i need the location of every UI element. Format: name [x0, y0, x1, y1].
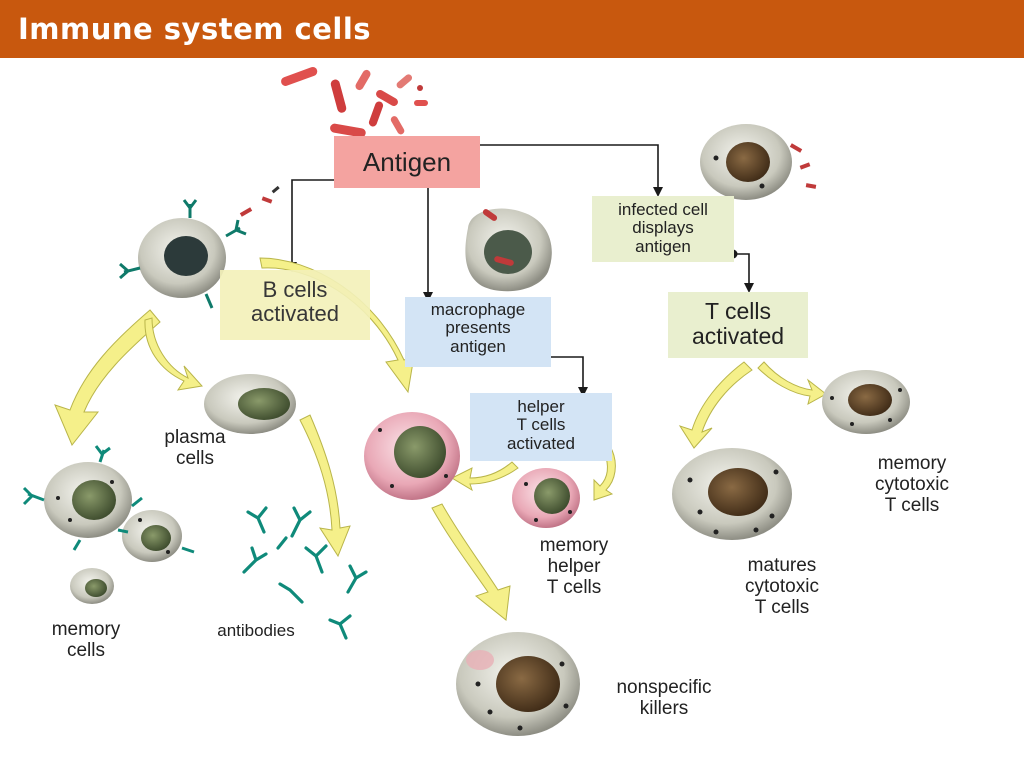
antibodies-label: antibodies [217, 621, 295, 640]
helper-line3: activated [506, 433, 576, 453]
nonspecific-killer-icon [456, 632, 580, 736]
helper-line1: helper [517, 397, 565, 416]
cytotoxic-t-cell-icon [672, 448, 792, 540]
matures-cytotoxic-label: matures cytotoxic T cells [720, 555, 844, 619]
diagram-graphics [22, 67, 910, 736]
nonspecific-line1: nonspecific [616, 677, 712, 698]
nonspecific-line2: killers [639, 697, 689, 719]
title-bar: Immune system cells [0, 0, 1024, 58]
antigen-label: Antigen [362, 147, 452, 177]
helper-line2: T cells [516, 415, 566, 435]
memory-helper-line3: T cells [546, 576, 602, 598]
b-cells-line2: activated [250, 300, 340, 326]
infected-cell-box: infected cell displays antigen [592, 196, 734, 262]
plasma-cell-icon [204, 374, 296, 434]
infected-line1: infected cell [618, 200, 708, 219]
matures-line2: cytotoxic [745, 575, 819, 597]
memory-helper-line2: helper [547, 555, 601, 577]
helper-t-cell-icon [364, 412, 460, 500]
t-cells-line2: activated [691, 322, 785, 349]
memory-helper-t-cells-label: memory helper T cells [514, 535, 634, 599]
plasma-line2: cells [175, 447, 214, 469]
macrophage-icon [465, 208, 552, 292]
infected-cell-icon [700, 124, 817, 200]
t-cells-activated-box: T cells activated [668, 292, 808, 358]
diagram-stage: Antigen B cells activated macrophage pre… [0, 58, 1024, 768]
infected-line2: displays [632, 218, 694, 238]
helper-t-cells-box: helper T cells activated [470, 393, 612, 461]
macrophage-line2: presents [445, 318, 511, 338]
t-cells-line1: T cells [704, 298, 772, 324]
plasma-line1: plasma [164, 427, 226, 448]
plasma-cells-label: plasma cells [140, 427, 250, 470]
infected-line3: antigen [635, 236, 691, 256]
nonspecific-killers-label: nonspecific killers [592, 677, 736, 720]
memory-cytotoxic-line2: cytotoxic [875, 473, 949, 495]
macrophage-box: macrophage presents antigen [405, 297, 551, 367]
memory-helper-line1: memory [539, 535, 609, 556]
memory-cytotoxic-t-cell-icon [822, 370, 910, 434]
memory-cells-line2: cells [66, 639, 105, 661]
b-cells-activated-box: B cells activated [220, 270, 370, 340]
matures-line1: matures [747, 555, 817, 576]
antigen-box: Antigen [334, 136, 480, 188]
memory-helper-t-cell-icon [512, 468, 580, 528]
macrophage-line1: macrophage [430, 300, 526, 319]
memory-cytotoxic-line1: memory [877, 453, 947, 474]
b-cell-icon [119, 185, 280, 309]
matures-line3: T cells [754, 596, 810, 618]
memory-cytotoxic-line3: T cells [884, 494, 940, 516]
memory-cells-label: memory cells [26, 619, 146, 662]
memory-b-cells-icon [22, 445, 195, 604]
memory-cytotoxic-label: memory cytotoxic T cells [850, 453, 974, 517]
memory-cells-line1: memory [51, 619, 121, 640]
antibodies-icon [242, 506, 368, 640]
page-title: Immune system cells [18, 12, 372, 46]
macrophage-line3: antigen [450, 336, 506, 356]
b-cells-line1: B cells [262, 277, 328, 302]
